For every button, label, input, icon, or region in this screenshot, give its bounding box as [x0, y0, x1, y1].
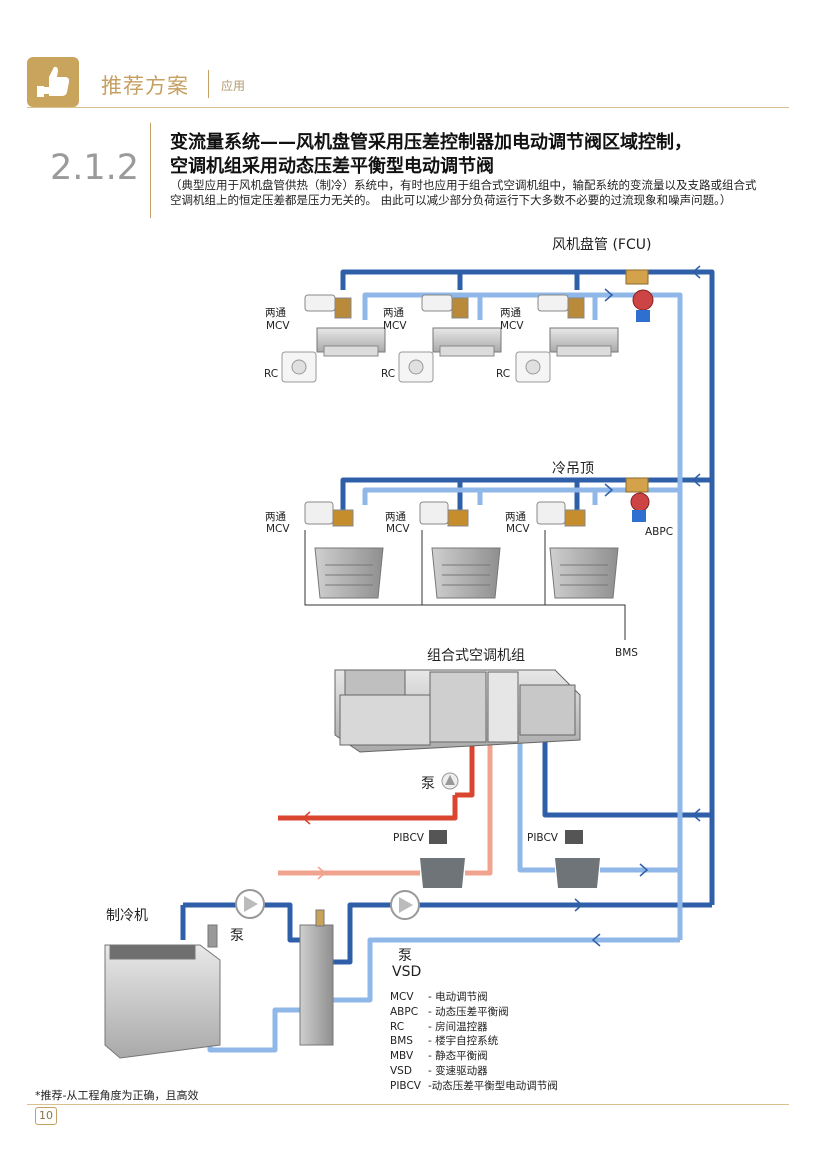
- two-way-label: 两通: [500, 307, 521, 319]
- two-way-label: 两通: [505, 511, 526, 523]
- header-subtitle: 应用: [221, 79, 246, 93]
- abpc-label: ABPC: [645, 526, 674, 538]
- air-handling-unit: [334, 669, 581, 753]
- two-way-label: 两通: [265, 511, 286, 523]
- legend-row: MCV- 电动调节阀: [390, 991, 488, 1003]
- fcu-title: 风机盘管 (FCU): [552, 237, 652, 253]
- legend-row: VSD- 变速驱动器: [390, 1064, 488, 1077]
- legend-row: ABPC- 动态压差平衡阀: [390, 1005, 509, 1018]
- section-number: 2.1.2: [50, 148, 140, 188]
- mcv-actuators-fcu: [304, 294, 585, 319]
- pump-vsd-label: 泵: [398, 948, 412, 964]
- hot-pipes: [278, 740, 493, 876]
- mcv-label: MCV: [386, 523, 410, 535]
- legend-row: MBV- 静态平衡阀: [390, 1050, 488, 1063]
- two-way-label: 两通: [383, 307, 404, 319]
- header-divider: [208, 70, 209, 98]
- ahu-title: 组合式空调机组: [427, 648, 525, 664]
- two-way-label: 两通: [265, 307, 286, 319]
- chilled-ceiling-units: [314, 547, 619, 599]
- supply-pipes: [180, 269, 715, 965]
- page-number: 10: [35, 1107, 57, 1125]
- fcu-units: [316, 327, 619, 357]
- mcv-label: MCV: [266, 523, 290, 535]
- legend-row: BMS- 楼宇自控系统: [390, 1035, 499, 1048]
- section-bar: [150, 123, 151, 218]
- section-title-line2: 空调机组采用动态压差平衡型电动调节阀: [170, 156, 494, 177]
- mcv-label: MCV: [500, 320, 524, 332]
- flow-arrows: [574, 265, 701, 947]
- rc-label: RC: [264, 368, 279, 380]
- rc-label: RC: [381, 368, 396, 380]
- footnote: *推荐-从工程角度为正确，且高效: [35, 1089, 199, 1102]
- legend: MCV- 电动调节阀 ABPC- 动态压差平衡阀 RC- 房间温控器 BMS- …: [390, 990, 558, 1094]
- abpc-valves: [625, 269, 654, 522]
- chiller-label: 制冷机: [106, 908, 148, 924]
- thumbs-up-icon: [27, 57, 79, 107]
- header-rule: [27, 107, 789, 108]
- hydraulic-separator: [299, 909, 334, 1046]
- vsd-pump-icon: [390, 890, 420, 920]
- pibcv-label-hot: PIBCV: [393, 832, 424, 844]
- mcv-label: MCV: [266, 320, 290, 332]
- section-title-line1: 变流量系统——风机盘管采用压差控制器加电动调节阀区域控制，: [170, 132, 692, 153]
- footer-rule: [27, 1104, 789, 1105]
- mcv-actuators-ceiling: [304, 501, 586, 527]
- header-title: 推荐方案: [101, 74, 189, 98]
- ceiling-title: 冷吊顶: [552, 461, 594, 477]
- bms-label: BMS: [615, 647, 638, 659]
- rc-label: RC: [496, 368, 511, 380]
- legend-row: PIBCV-动态压差平衡型电动调节阀: [390, 1079, 558, 1092]
- chiller-pump-icon: [235, 889, 265, 919]
- mcv-label: MCV: [506, 523, 530, 535]
- mcv-label: MCV: [383, 320, 407, 332]
- section-description: （典型应用于风机盘管供热（制冷）系统中，有时也应用于组合式空调机组中，输配系统的…: [170, 178, 757, 207]
- return-pipes: [207, 292, 683, 1053]
- pump-label: 泵: [230, 928, 244, 944]
- room-controllers: [281, 351, 551, 383]
- pibcv-label-cold: PIBCV: [527, 832, 558, 844]
- vsd-label: VSD: [392, 964, 422, 980]
- ahu-pump-label: 泵: [421, 776, 435, 792]
- pibcv-valves: [420, 830, 600, 888]
- bms-wiring: [304, 530, 626, 640]
- ahu-pump-icon: [441, 772, 459, 790]
- two-way-label: 两通: [385, 511, 406, 523]
- chiller-unit: [104, 924, 221, 1059]
- legend-row: RC- 房间温控器: [390, 1020, 488, 1033]
